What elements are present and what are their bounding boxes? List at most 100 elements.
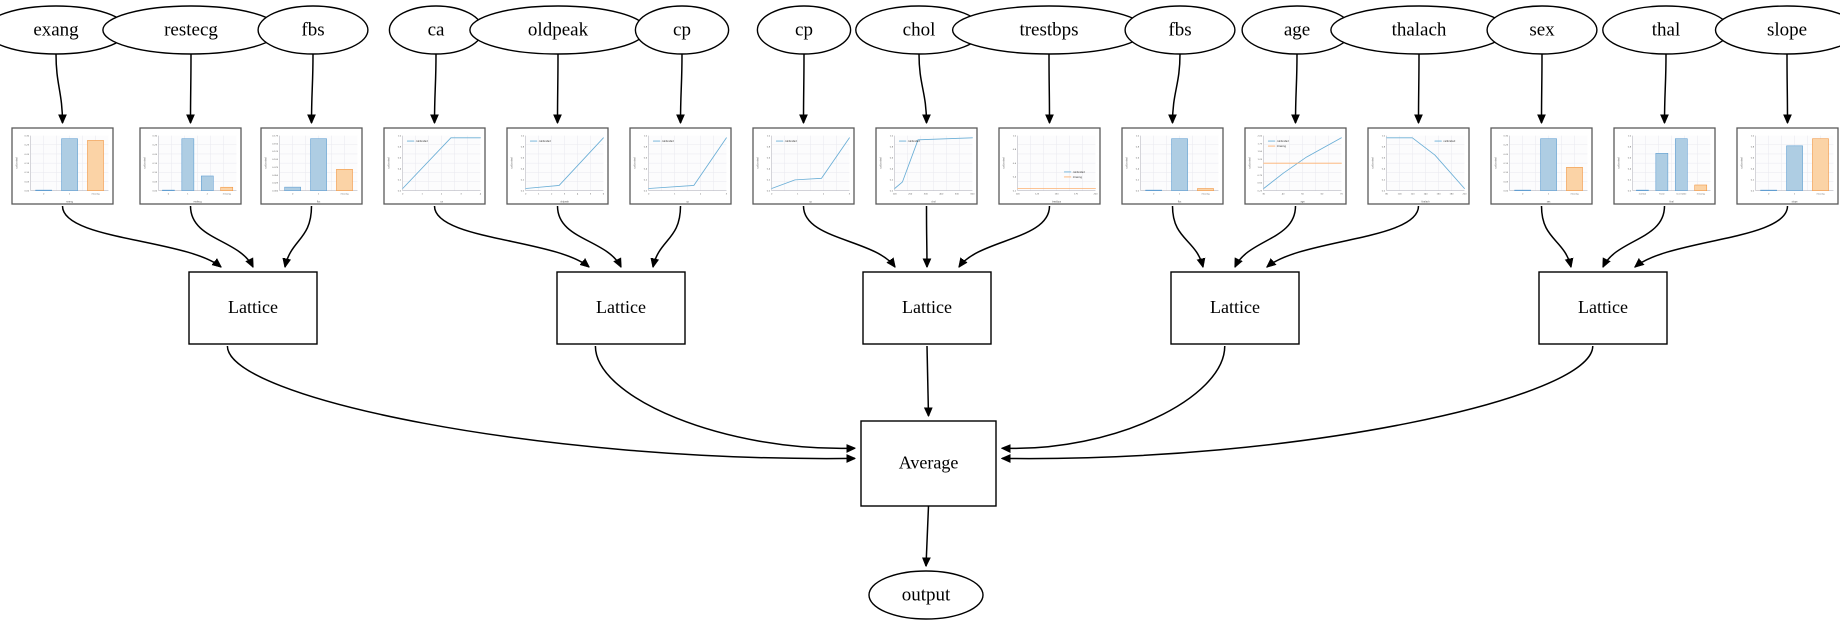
input-node-restecg[interactable]: restecg [102, 5, 280, 55]
line-series [1263, 137, 1342, 189]
output-node[interactable]: output [868, 570, 984, 620]
input-node-fbs[interactable]: fbs [257, 5, 369, 55]
input-node-cp[interactable]: cp [634, 5, 730, 55]
x-axis-label: ca [440, 201, 443, 204]
bar [1674, 138, 1688, 191]
bar [1786, 145, 1803, 191]
y-axis-label: calibrated [144, 157, 147, 169]
x-tick-label: missing [1817, 193, 1826, 195]
x-tick-label: 2 [441, 193, 443, 195]
y-tick-label: 0.0 [398, 191, 402, 193]
x-tick-label: 4 [577, 193, 579, 195]
input-node-thal[interactable]: thal [1602, 5, 1730, 55]
input-node-thalach[interactable]: thalach [1330, 5, 1508, 55]
legend-label: calibrated [662, 140, 674, 143]
y-tick-label: 0.8 [521, 146, 525, 148]
input-node-age[interactable]: age [1241, 5, 1353, 55]
input-node-chol[interactable]: chol [855, 5, 983, 55]
input-node-exang[interactable]: exang [0, 5, 129, 55]
x-tick-label: 0 [771, 193, 773, 195]
average-node[interactable]: Average [860, 420, 997, 507]
y-tick-labels: 1.00.80.60.40.20.0 [890, 135, 894, 192]
input-node-oldpeak[interactable]: oldpeak [469, 5, 647, 55]
x-tick-label: 0 [1768, 193, 1770, 195]
x-tick-label: reversible [1676, 192, 1687, 195]
input-node-label: age [1284, 19, 1310, 40]
x-tick-label: 140 [1424, 193, 1429, 195]
y-tick-label: 0.6 [1013, 163, 1017, 165]
legend: calibrated [1434, 140, 1456, 143]
input-node-cp[interactable]: cp [756, 5, 852, 55]
edge-calibrator-to-lattice [802, 205, 896, 267]
lattice-node[interactable]: Lattice [188, 271, 318, 345]
lattice-node-label: Lattice [1578, 297, 1628, 317]
y-axis-label: calibrated [1003, 157, 1006, 169]
input-node-sex[interactable]: sex [1486, 5, 1598, 55]
y-tick-labels: 1.00.80.60.40.20.0 [1382, 135, 1386, 192]
x-tick-label: 2 [551, 193, 553, 195]
edge-input-to-calibrator-thalach [1419, 53, 1420, 123]
lattice-node[interactable]: Lattice [1538, 271, 1668, 345]
plot-gridlines [1017, 135, 1096, 191]
x-axis-label: sex [1547, 201, 1551, 204]
y-tick-label: 1.0 [1628, 135, 1632, 137]
y-tick-label: 0.025 [272, 183, 279, 185]
y-tick-label: 0.2 [767, 179, 771, 181]
y-tick-label: 0.6 [767, 157, 771, 159]
legend-label: calibrated [539, 140, 551, 143]
legend: calibrated [898, 140, 920, 143]
y-tick-label: 0.000 [272, 191, 279, 193]
x-tick-label: 1 [1794, 193, 1796, 195]
y-tick-label: 0.0 [1751, 191, 1755, 193]
input-node-trestbps[interactable]: trestbps [951, 5, 1147, 55]
input-node-ellipse [257, 5, 369, 55]
y-axis-label: calibrated [880, 157, 883, 169]
edge-calibrator-to-lattice [1602, 205, 1666, 267]
input-node-label: fbs [1168, 19, 1191, 40]
input-node-fbs[interactable]: fbs [1124, 5, 1236, 55]
x-tick-label: 150 [1055, 193, 1060, 195]
y-tick-label: 1.0 [1751, 135, 1755, 137]
calibrator-thumbnail-fbs[interactable]: 0.1750.1500.1250.1000.0750.0500.0250.000… [260, 127, 363, 205]
lattice-node[interactable]: Lattice [556, 271, 686, 345]
y-tick-label: 0.6 [398, 157, 402, 159]
y-tick-label: 0.6 [1751, 157, 1755, 159]
output-node-label: output [902, 584, 951, 605]
calibrator-thumbnail-age[interactable]: 2.001.751.501.251.000.750.500.25calibrat… [1244, 127, 1347, 205]
x-tick-label: missing [1202, 193, 1211, 195]
lattice-node[interactable]: Lattice [1170, 271, 1300, 345]
bar [1566, 167, 1583, 191]
y-tick-label: 1.0 [1382, 135, 1386, 137]
x-axis-label: thal [1669, 201, 1674, 204]
lattice-node[interactable]: Lattice [862, 271, 992, 345]
input-node-ca[interactable]: ca [388, 5, 484, 55]
line-calibrated [525, 137, 604, 189]
edge-calibrator-to-lattice [1540, 205, 1572, 267]
edge-input-to-calibrator-ca [435, 53, 437, 123]
y-tick-label: 1.50 [1257, 151, 1262, 153]
y-tick-label: 0.100 [272, 159, 279, 161]
bar-series [1636, 138, 1708, 191]
input-node-slope[interactable]: slope [1714, 5, 1840, 55]
bar-series [35, 138, 104, 191]
input-node-label: exang [33, 19, 79, 40]
bar [1540, 138, 1557, 191]
